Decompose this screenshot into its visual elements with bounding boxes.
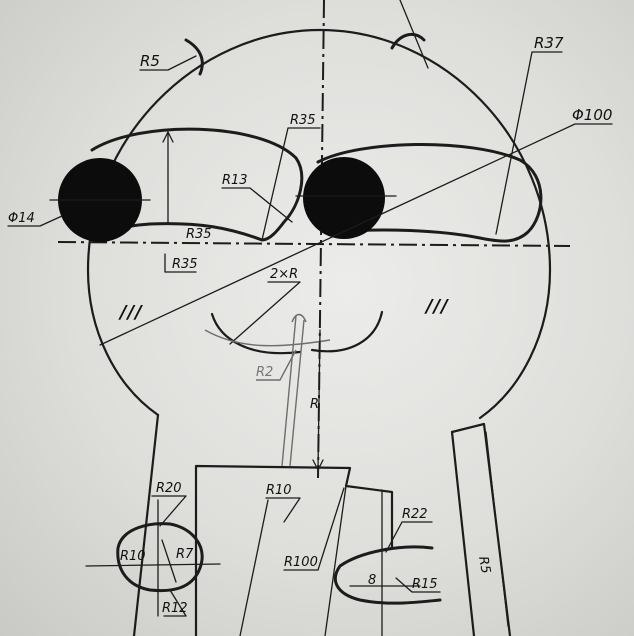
right-eye-outline <box>316 142 543 243</box>
right-pupil <box>303 157 385 239</box>
r22-leader <box>385 521 433 553</box>
label-r35-low: R35 <box>172 257 198 272</box>
label-r7: R7 <box>176 547 194 562</box>
right-brow-leader <box>399 0 429 69</box>
label-r35-mid: R35 <box>186 227 212 242</box>
label-r20: R20 <box>156 481 182 496</box>
r20-leader <box>151 495 187 527</box>
label-r37: R37 <box>534 34 564 52</box>
label-r8: 8 <box>368 573 376 588</box>
mouth-faint-arc <box>204 329 331 347</box>
label-r35-top: R35 <box>290 113 316 128</box>
side-dimension-line <box>485 431 509 627</box>
center-dimension-line <box>317 329 321 471</box>
label-r5: R5 <box>140 52 160 70</box>
r7-leader <box>161 539 177 583</box>
right-pocket-shape <box>334 545 442 605</box>
r10-body-leader <box>265 497 301 523</box>
vertical-centerline <box>317 0 325 479</box>
r13-leader <box>221 187 293 223</box>
nose-guide-left <box>281 315 297 467</box>
left-brow-arc <box>184 38 204 76</box>
head-outline <box>86 28 552 420</box>
label-r15: R15 <box>412 577 438 592</box>
nose-guide-right <box>289 319 305 467</box>
label-r100: R100 <box>284 555 318 570</box>
mouth-right-arc <box>310 310 384 353</box>
right-brow-arc <box>390 32 426 50</box>
torso-outline <box>194 464 394 636</box>
neck-right-inner <box>450 430 476 636</box>
label-r10-pocket: R10 <box>120 549 146 564</box>
label-r10-body: R10 <box>266 483 292 498</box>
label-r22: R22 <box>402 507 428 522</box>
label-r1: R <box>310 397 319 412</box>
phi14-leader <box>7 215 63 227</box>
r12-leader <box>163 589 187 617</box>
r35-mid-leader <box>164 253 197 273</box>
phi100-leader <box>99 123 613 346</box>
label-r-side: R5 <box>475 555 493 575</box>
mouth-left-arc <box>210 312 302 355</box>
left-pocket-shape <box>116 522 204 593</box>
left-pocket-axis <box>85 563 221 567</box>
r35-top-leader <box>261 127 321 241</box>
label-phi100: Φ100 <box>572 106 612 124</box>
two-r-leader <box>229 281 301 345</box>
nose-guide-inner <box>291 313 307 323</box>
left-cheek-marks: /// <box>118 302 143 323</box>
center-dimension-arrow <box>312 459 324 471</box>
faint-r2-leader <box>256 349 297 381</box>
r100-leader <box>283 487 345 571</box>
label-r2: R2 <box>256 365 273 380</box>
label-r13: R13 <box>222 173 248 188</box>
r5-leader <box>139 55 197 71</box>
left-height-arrow <box>162 131 174 143</box>
horizontal-centerline <box>57 241 571 247</box>
neck-right-line <box>450 422 512 636</box>
torso-inner-line <box>324 485 347 636</box>
label-r12: R12 <box>162 601 188 616</box>
label-phi14: Φ14 <box>8 211 35 226</box>
torso-left-line <box>239 499 269 636</box>
r15-leader <box>395 577 441 593</box>
left-eye-outline <box>86 127 304 242</box>
label-two-r: 2×R <box>270 267 298 282</box>
r37-leader <box>495 51 563 235</box>
right-cheek-marks: /// <box>424 296 449 317</box>
